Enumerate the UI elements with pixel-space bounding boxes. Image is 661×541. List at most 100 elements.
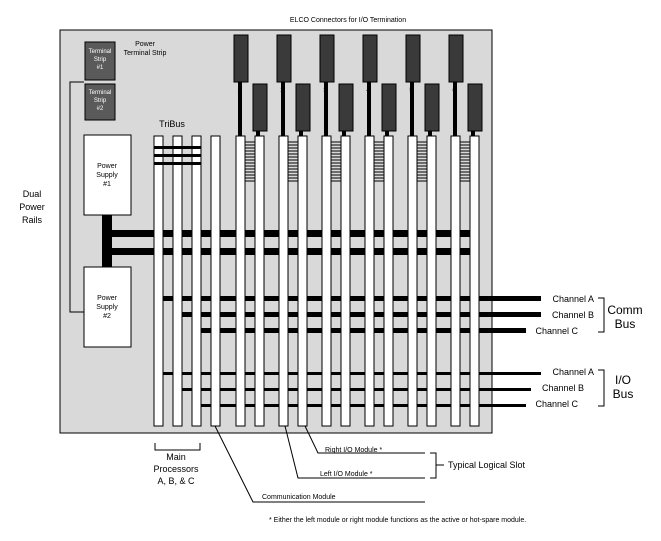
io-slot-group-4: 4 [362,34,397,427]
dual-power-rails-label-3: Rails [22,215,43,225]
main-processors-label-2: Processors [153,464,199,474]
right-io-module-slot-4 [383,135,394,427]
elco-connector-right-5 [424,83,440,132]
power-terminal-strip-label: Power [135,41,156,48]
left-io-module-leader [284,425,425,479]
right-io-module-slot-2 [297,135,308,427]
terminal-strip-1-text: Terminal [89,49,112,55]
left-io-module-label: Left I/O Module * [320,471,373,478]
comm-bus-label-2: Bus [615,317,636,331]
io-slot-backplane-pins-2 [288,141,298,182]
left-io-module-slot-4 [364,135,375,427]
comm-bus-channel-b-line [178,312,541,317]
connector-cable-left-1 [238,82,242,136]
terminal-strip-1-text-3: #1 [97,65,104,71]
power-supply-2-text-2: Supply [96,304,118,311]
terminal-strip-1: Terminal Strip #1 [84,41,116,81]
slot-number-6: 6 [452,88,456,94]
terminal-strip-2: Terminal Strip #2 [84,83,116,121]
main-processors-bracket [154,443,201,451]
io-slot-backplane-pins-1 [245,141,255,182]
left-io-module-slot-3 [321,135,332,427]
io-bus-label-2: Bus [613,387,634,401]
tribus-label: TriBus [159,119,185,129]
comm-channel-a-label: Channel A [552,294,594,304]
typical-logical-slot-label: Typical Logical Slot [448,460,526,470]
io-slot-backplane-pins-5 [417,141,427,182]
main-processors-label: Main [166,452,186,462]
comm-bus-channel-c-line [196,328,526,333]
footnote: * Either the left module or right module… [269,517,526,524]
connector-cable-right-4 [385,131,389,137]
connector-cable-left-5 [410,82,414,136]
io-slot-backplane-pins-4 [374,141,384,182]
left-io-module-slot-6 [450,135,461,427]
power-supply-1-text: Power [97,163,118,170]
right-io-module-slot-6 [469,135,480,427]
power-supply-2: Power Supply #2 [83,266,132,348]
elco-connector-left-2 [276,34,292,83]
terminal-strip-1-text-2: Strip [94,57,107,63]
main-processor-b-slot [172,135,183,427]
power-rail-connector-1 [102,215,112,267]
connector-cable-left-6 [453,82,457,136]
elco-connector-left-5 [405,34,421,83]
dual-power-rails-bracket [69,81,84,313]
comm-bus-bracket [598,297,605,333]
communication-module-leader [214,425,425,503]
elco-connectors-label: ELCO Connectors for I/O Termination [290,17,406,24]
elco-connector-left-6 [448,34,464,83]
io-channel-a-label: Channel A [552,367,594,377]
elco-connector-right-4 [381,83,397,132]
io-slot-group-1: 1 [233,34,268,427]
left-io-module-slot-2 [278,135,289,427]
connector-cable-right-3 [342,131,346,137]
connector-cable-left-3 [324,82,328,136]
io-slot-group-3: 3 [319,34,354,427]
right-io-module-slot-1 [254,135,265,427]
comm-channel-c-label: Channel C [535,326,578,336]
power-supply-1-text-2: Supply [96,172,118,179]
comm-channel-b-label: Channel B [552,310,594,320]
io-channel-b-label: Channel B [542,383,584,393]
io-slot-backplane-pins-6 [460,141,470,182]
elco-connector-right-6 [467,83,483,132]
right-io-module-slot-3 [340,135,351,427]
left-io-module-slot-1 [235,135,246,427]
io-slot-group-6: 6 [448,34,483,427]
connector-cable-left-4 [367,82,371,136]
slot-number-5: 5 [409,88,413,94]
slot-number-2: 2 [280,88,284,94]
right-io-module-slot-5 [426,135,437,427]
right-io-module-leader [304,425,425,454]
slot-number-3: 3 [323,88,327,94]
connector-cable-right-2 [299,131,303,137]
main-processors-label-3: A, B, & C [157,476,195,486]
terminal-strip-2-text-2: Strip [94,98,107,104]
terminal-strip-2-text-3: #2 [97,106,104,112]
power-supply-2-text-3: #2 [103,313,111,320]
io-slot-group-5: 5 [405,34,440,427]
elco-connector-left-1 [233,34,249,83]
slot-number-1: 1 [237,88,241,94]
typical-logical-slot-bracket [430,452,444,479]
io-bus-channel-b-line [178,388,531,391]
main-processor-c-slot [191,135,202,427]
comm-bus-label: Comm [607,303,642,317]
io-slots: 1 2 3 4 5 6 [233,34,483,427]
right-io-module-label: Right I/O Module * [325,447,382,454]
connector-cable-right-6 [471,131,475,137]
power-supply-2-text: Power [97,295,118,302]
left-io-module-slot-5 [407,135,418,427]
elco-connector-right-1 [252,83,268,132]
io-channel-c-label: Channel C [535,399,578,409]
dual-power-rails-label: Dual [23,189,42,199]
io-slot-group-2: 2 [276,34,311,427]
tribus-interconnect [154,146,201,165]
elco-connector-left-4 [362,34,378,83]
power-supply-1: Power Supply #1 [83,134,132,216]
dual-power-rails-label-2: Power [19,202,45,212]
communication-module-slot [210,135,221,427]
terminal-strip-2-text: Terminal [89,90,112,96]
